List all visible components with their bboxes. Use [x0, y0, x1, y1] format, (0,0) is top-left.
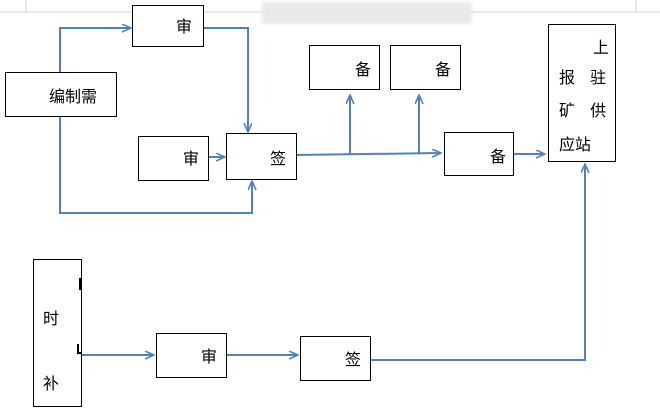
review-mid-box: 审 — [138, 136, 209, 181]
sign-bottom-box: 签 — [300, 336, 371, 381]
file-c-label: 备 — [490, 147, 507, 166]
report-line-2: 报 驻 — [559, 68, 607, 87]
review-bottom-label: 审 — [201, 347, 218, 366]
supplement-box: 时 补 — [33, 259, 82, 407]
sign-bottom-label: 签 — [345, 350, 362, 369]
file-b-label: 备 — [435, 60, 452, 79]
report-line-1: 上 — [593, 38, 610, 57]
supplement-edge-mark-2 — [77, 344, 81, 354]
file-c-box: 备 — [444, 132, 514, 176]
file-a-box: 备 — [309, 45, 380, 90]
file-a-label: 备 — [355, 60, 372, 79]
report-line-4: 应站 — [559, 135, 592, 154]
review-bottom-box: 审 — [156, 333, 227, 378]
redaction-smudge — [262, 2, 472, 24]
supplement-edge-mark-1 — [79, 278, 81, 290]
compile-box: 编制需 — [5, 72, 117, 117]
supplement-line-2: 补 — [43, 374, 60, 393]
report-line-3: 矿 供 — [559, 101, 607, 120]
review-top-label: 审 — [176, 17, 193, 36]
report-box: 上 报 驻 矿 供 应站 — [548, 24, 616, 162]
compile-label: 编制需 — [49, 87, 98, 106]
file-b-box: 备 — [390, 45, 461, 90]
sign-mid-label: 签 — [270, 149, 287, 168]
review-mid-label: 审 — [183, 149, 200, 168]
review-top-box: 审 — [132, 5, 204, 47]
supplement-line-1: 时 — [43, 309, 60, 328]
sign-mid-box: 签 — [226, 133, 297, 180]
